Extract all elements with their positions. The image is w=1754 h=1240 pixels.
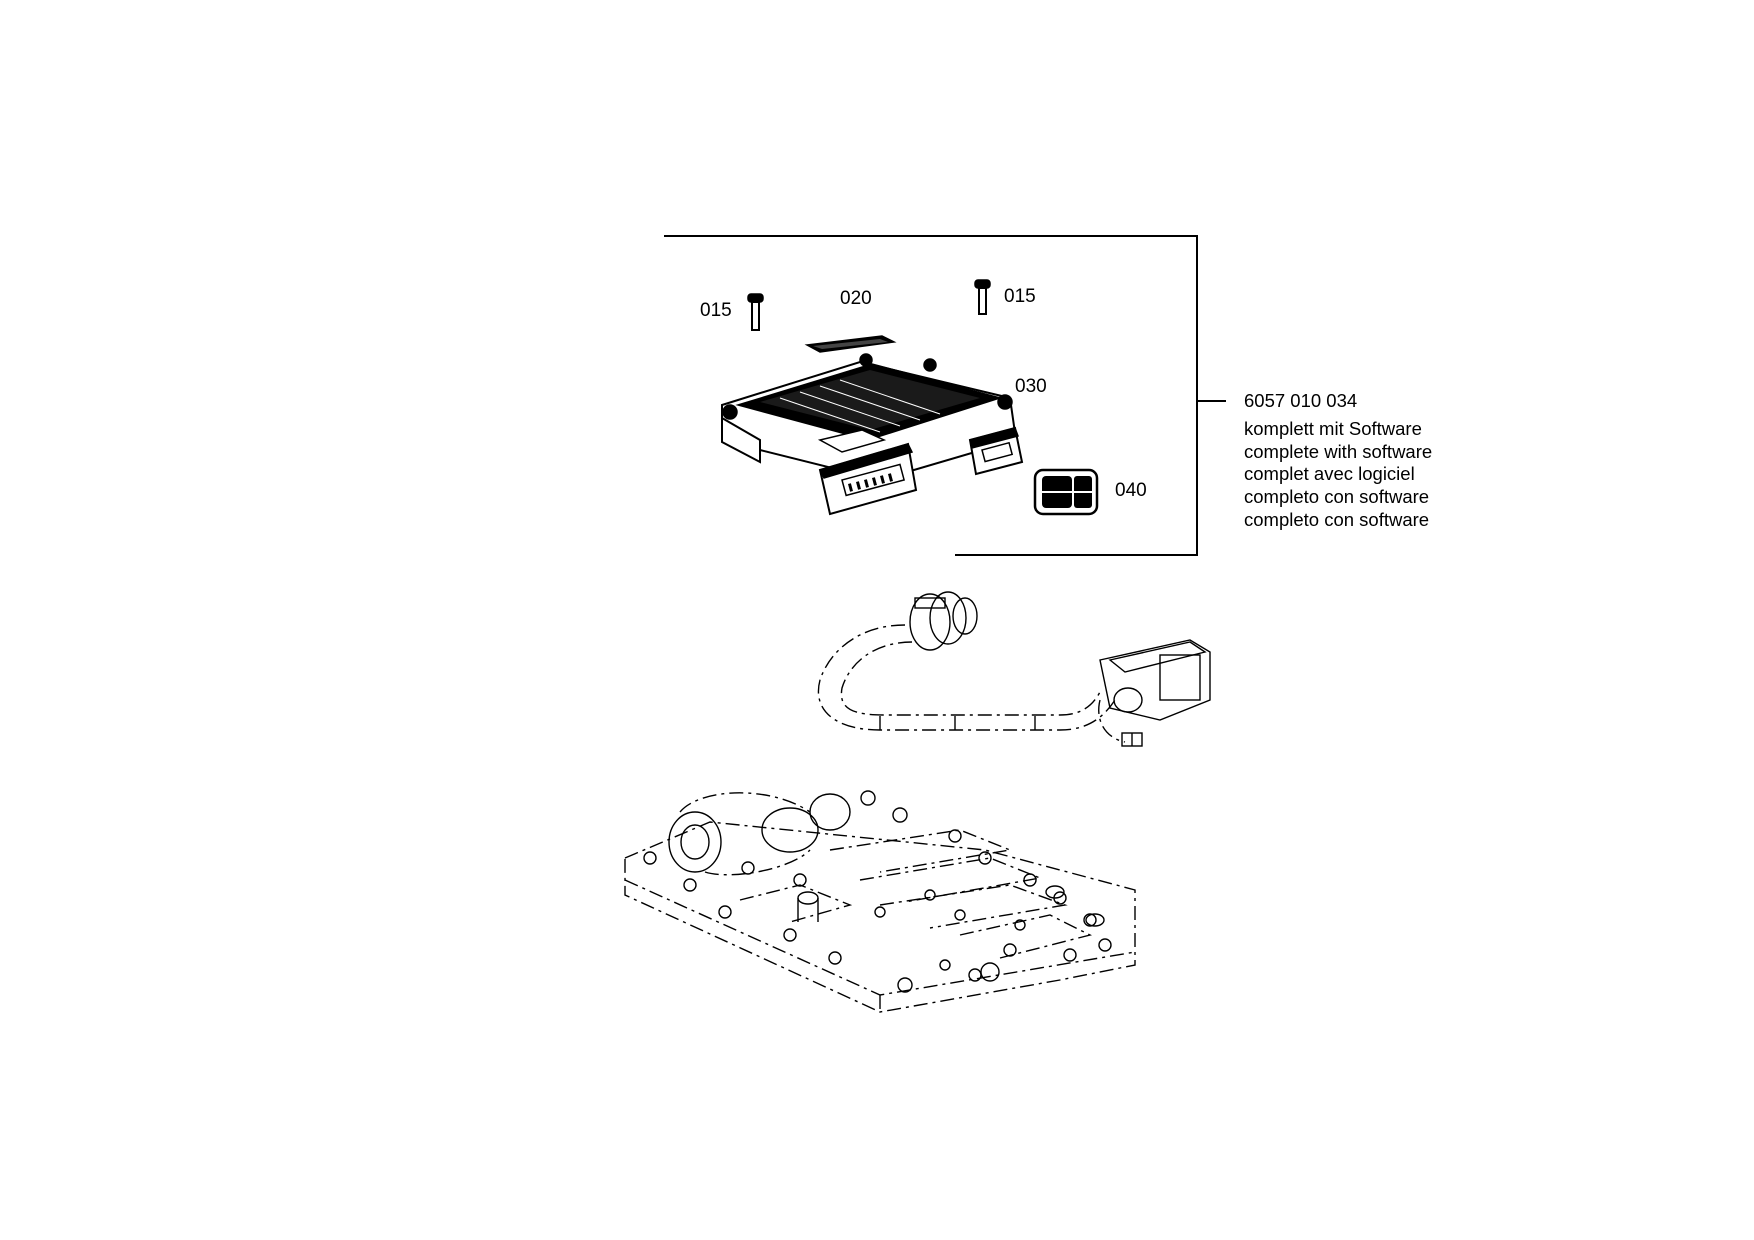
- valve-body: [624, 790, 1136, 1013]
- connector-part: [1033, 468, 1099, 516]
- callout-control-unit: 030: [1015, 376, 1047, 397]
- assembly-description-en: complete with software: [1244, 441, 1432, 462]
- assembly-part-number: 6057 010 034: [1244, 390, 1357, 411]
- assembly-description-fr: complet avec logiciel: [1244, 463, 1415, 484]
- control-unit-large-connector: [818, 442, 918, 516]
- label-plate-part: [804, 335, 897, 353]
- callout-connector: 040: [1115, 480, 1147, 501]
- assembly-description-es: completo con software: [1244, 486, 1429, 507]
- screw-left-part: [747, 293, 764, 331]
- callout-screw-right: 015: [1004, 286, 1036, 307]
- control-unit-small-connector: [968, 426, 1024, 476]
- assembly-bracket: [664, 235, 1226, 556]
- wiring-harness: [817, 591, 1211, 747]
- callout-label-plate: 020: [840, 288, 872, 309]
- assembly-description-de: komplett mit Software: [1244, 418, 1422, 439]
- control-unit-part: [721, 353, 1024, 516]
- callout-screw-left: 015: [700, 300, 732, 321]
- screw-right-part: [974, 279, 991, 315]
- assembly-description-it: completo con software: [1244, 509, 1429, 530]
